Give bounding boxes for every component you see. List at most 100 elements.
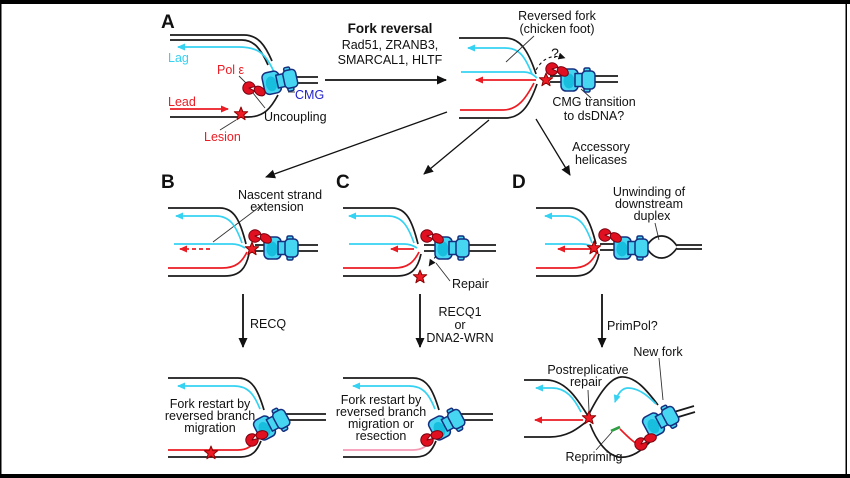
frame-left	[0, 0, 2, 478]
repair-leader	[435, 262, 451, 282]
cmg-transition-1: CMG transition	[552, 95, 635, 109]
arrow-to-b	[265, 111, 448, 179]
nascent-extension-1: Nascent strand	[238, 188, 322, 202]
restart-lagging	[177, 382, 261, 410]
leading-nascent	[168, 251, 248, 269]
new-lagging-strand	[613, 387, 657, 405]
template-bottom-left	[524, 421, 587, 438]
repair-label: Repair	[452, 277, 489, 291]
panel-b: B Nascent strand extension RECQ Fork res…	[161, 172, 326, 460]
unwinding-1: Unwinding of	[613, 185, 686, 199]
question-mark: ?	[551, 45, 559, 61]
lesion-star-icon	[586, 240, 602, 255]
restart-b-1: Fork restart by	[170, 397, 251, 411]
postreplicative-1: Postreplicative	[547, 363, 628, 377]
template-bottom	[343, 253, 422, 277]
uncoupling-label: Uncoupling	[264, 110, 327, 124]
pol-swing-arrow	[535, 52, 566, 71]
unwinding-2: downstream	[615, 197, 683, 211]
extruded-cyan	[461, 71, 538, 79]
restart-template-bottom	[168, 440, 262, 458]
lesion-star-icon	[581, 410, 597, 425]
arrow-to-c	[423, 119, 490, 175]
restart-c-2: reversed branch	[336, 405, 426, 419]
new-fork-leader	[658, 357, 664, 401]
repriming-leader	[595, 431, 613, 451]
restart-lagging	[352, 382, 436, 410]
frame-top	[0, 0, 850, 4]
leading-nascent	[536, 251, 598, 269]
restart-template-bottom	[343, 440, 437, 458]
template-bottom	[459, 83, 538, 119]
fork-reversal-transition: Fork reversal Rad51, ZRANB3, SMARCAL1, H…	[325, 21, 447, 85]
diverging-arrows	[265, 111, 571, 179]
cmg-label: CMG	[295, 88, 324, 102]
restart-b-2: reversed branch	[165, 409, 255, 423]
parental-strand-top	[170, 34, 273, 62]
cmg-transition-leader	[580, 88, 592, 99]
primpol-label: PrimPol?	[607, 319, 658, 333]
postreplicative-2: repair	[570, 375, 602, 389]
leading-nascent	[460, 82, 535, 111]
recq1-label-3: DNA2-WRN	[426, 331, 493, 345]
parental-strand-bottom	[170, 39, 269, 66]
restart-template-top	[168, 377, 265, 411]
pol-epsilon-label: Pol ε	[217, 63, 245, 77]
arrow-to-d	[535, 118, 571, 176]
template-top	[459, 37, 537, 75]
restart-template-top	[343, 377, 440, 411]
caption-leader	[212, 204, 263, 243]
fork-reversal-factors-1: Rad51, ZRANB3,	[342, 38, 439, 52]
restart-c-3: migration or	[348, 417, 414, 431]
recq1-label-1: RECQ1	[438, 305, 481, 319]
restart-leading	[168, 437, 259, 451]
panel-b-letter: B	[161, 172, 175, 193]
leading-template	[170, 94, 279, 118]
template-top-wave	[524, 376, 659, 417]
new-fork-label: New fork	[633, 345, 683, 359]
repriming-label: Repriming	[566, 450, 623, 464]
lesion-label: Lesion	[204, 130, 241, 144]
reversed-fork-caption-1: Reversed fork	[518, 9, 597, 23]
fork-reversal-title: Fork reversal	[348, 21, 433, 36]
lagging-nascent-left	[535, 384, 582, 413]
panel-c-letter: C	[336, 172, 350, 193]
lesion-leader	[219, 119, 237, 131]
bubble-top	[647, 235, 678, 247]
restart-c-1: Fork restart by	[341, 393, 422, 407]
leading-nascent	[343, 251, 420, 269]
panel-d: D Unwinding of downstream duplex PrimPol…	[512, 172, 702, 464]
panel-a: A Lag Pol ε CMG Lead Uncoupling Lesion	[161, 12, 327, 144]
pol-epsilon-icon	[597, 227, 625, 246]
template-bottom	[168, 253, 250, 277]
lesion-expel-arrow	[428, 255, 437, 267]
lagging-nascent	[175, 212, 243, 244]
repriming-primer	[610, 425, 621, 433]
cmg-helicase-icon	[639, 401, 683, 441]
frame-right	[845, 0, 847, 478]
panel-a-letter: A	[161, 12, 175, 33]
lag-label: Lag	[168, 51, 189, 65]
restart-c-4: resection	[356, 429, 407, 443]
template-top	[343, 207, 419, 245]
lead-label: Lead	[168, 95, 196, 109]
caption-leader	[505, 35, 535, 63]
accessory-helicases-2: helicases	[575, 153, 627, 167]
pol-epsilon-icon	[419, 228, 447, 247]
extruded-cyan	[349, 243, 418, 249]
expelled-lesion-star-icon	[412, 269, 428, 284]
extruded-cyan	[174, 243, 246, 249]
fork-reversal-factors-2: SMARCAL1, HLTF	[338, 53, 443, 67]
new-fork-duplex-top	[673, 405, 695, 413]
frame-bottom	[0, 474, 850, 478]
accessory-helicases-1: Accessory	[572, 140, 630, 154]
lagging-nascent	[544, 212, 593, 244]
panel-c: C Repair RECQ1 or DNA2-WRN Fork restart …	[336, 172, 496, 458]
lagging-nascent	[467, 44, 533, 75]
nascent-extension-2: extension	[250, 200, 304, 214]
uncoupling-leader	[252, 92, 266, 109]
postrep-leader	[587, 389, 590, 412]
lagging-strand	[177, 43, 275, 73]
lagging-nascent	[348, 212, 415, 244]
